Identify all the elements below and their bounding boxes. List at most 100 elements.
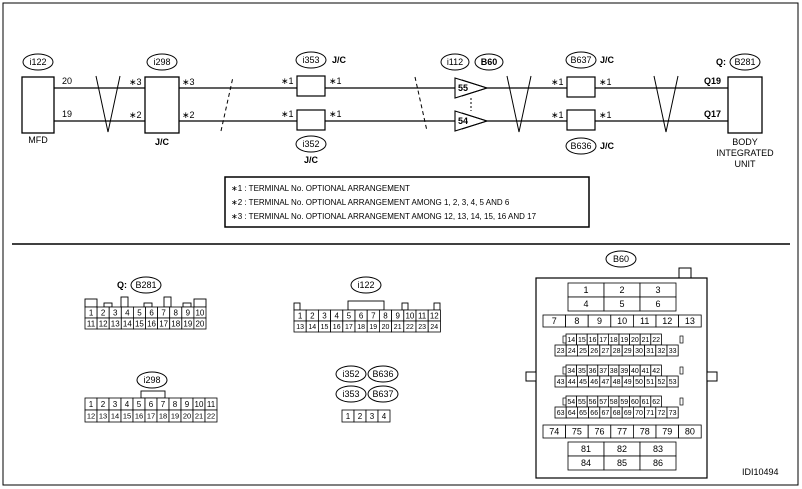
pin-number: 18 [171, 319, 180, 328]
pin-number: 17 [345, 324, 353, 331]
pin-cell [639, 296, 677, 312]
jc-b637-in: ∗1 [551, 77, 564, 87]
pin-number: 64 [568, 410, 576, 417]
pin-number: 37 [599, 368, 607, 375]
pin-number: 48 [613, 379, 621, 386]
mfd-unit: i122 MFD [21, 53, 55, 145]
pin-number: 1 [89, 400, 94, 409]
pin-number: 63 [557, 410, 565, 417]
pin-number: 21 [642, 337, 650, 344]
pin-number: 23 [557, 348, 565, 355]
pin-number: 12 [99, 319, 108, 328]
pin-key-notch [679, 397, 684, 406]
pin-number: 26 [590, 348, 598, 355]
pin-number: 18 [357, 324, 365, 331]
jc-i352-in: ∗1 [281, 109, 294, 119]
pin-number: 12 [662, 316, 672, 326]
pin-number: 11 [418, 311, 427, 320]
pin-number: 19 [183, 319, 192, 328]
jc-i298-id: i298 [153, 57, 170, 67]
pin-number: 2 [310, 311, 315, 320]
jc-b636-in: ∗1 [551, 110, 564, 120]
pin-number: 19 [369, 324, 377, 331]
pin-number: 18 [610, 337, 618, 344]
pin-number: 5 [619, 299, 624, 309]
connector-i112-b60: i112 B60 55 54 [440, 53, 504, 132]
jc-i298-in-bottom: ∗2 [129, 110, 142, 120]
pin-number: 6 [149, 400, 154, 409]
pin-number: 13 [99, 412, 107, 421]
pin-number: 3 [322, 311, 327, 320]
pin-number: 5 [137, 308, 142, 317]
small4-id-b637: B637 [372, 389, 393, 399]
pin-number: 16 [589, 337, 597, 344]
pin-number: 47 [602, 379, 610, 386]
pin-number: 57 [599, 399, 607, 406]
pin-number: 39 [620, 368, 628, 375]
pin-number: 34 [567, 368, 575, 375]
pin-number: 11 [640, 316, 649, 326]
pin-number: 79 [662, 427, 672, 437]
pin-number: 52 [658, 379, 666, 386]
pin-number: 70 [635, 410, 643, 417]
pin-number: 41 [642, 368, 650, 375]
pin-number: 20 [631, 337, 639, 344]
pin-number: 8 [173, 400, 178, 409]
pin-number: 8 [574, 316, 579, 326]
pin-number: 7 [371, 311, 376, 320]
body-unit-label-3: UNIT [735, 159, 756, 169]
pin-number: 16 [147, 319, 156, 328]
jc-b636-id: B636 [570, 141, 591, 151]
body-integrated-unit: Q: B281 Q19 Q17 BODY INTEGRATED UNIT [704, 53, 774, 169]
pin-cell [377, 409, 391, 423]
pin-number: 72 [658, 410, 666, 417]
pin-number: 9 [186, 308, 191, 317]
pin-cell [678, 314, 702, 328]
pin-number: 36 [589, 368, 597, 375]
jc-i353-in: ∗1 [281, 76, 294, 86]
jc-i298-out-top: ∗3 [182, 77, 195, 87]
note-2: ∗2 : TERMINAL No. OPTIONAL ARRANGEMENT A… [231, 198, 510, 207]
pin-number: 51 [646, 379, 654, 386]
pin-number: 28 [613, 348, 621, 355]
pin-number: 9 [597, 316, 602, 326]
pin-number: 19 [171, 412, 179, 421]
pin-number: 5 [137, 400, 142, 409]
pin-number: 14 [123, 319, 132, 328]
pin-number: 11 [207, 400, 216, 409]
pin-number: 19 [620, 337, 628, 344]
jc-i353: i353 J/C ∗1 ∗1 [281, 51, 347, 97]
pin-number: 10 [195, 308, 204, 317]
pin-number: 38 [610, 368, 618, 375]
pin-number: 14 [567, 337, 575, 344]
pin-number: 49 [624, 379, 632, 386]
jc-b637: B637 J/C ∗1 ∗1 [551, 51, 615, 98]
pin-number: 65 [579, 410, 587, 417]
pin-number: 15 [578, 337, 586, 344]
pin-number: 78 [640, 427, 650, 437]
pin-cell [427, 320, 441, 333]
wire-break-marks [95, 75, 679, 133]
pin-number: 83 [653, 444, 663, 454]
pin-number: 44 [568, 379, 576, 386]
pin-number: 82 [617, 444, 627, 454]
mfd-connector-id: i122 [29, 57, 46, 67]
jc-i352-id: i352 [302, 139, 319, 149]
pin-number: 1 [583, 285, 588, 295]
pin-number: 77 [617, 427, 627, 437]
pin-number: 18 [159, 412, 167, 421]
pin-number: 54 [567, 399, 575, 406]
pin-number: 23 [418, 324, 426, 331]
jc-i353-id: i353 [302, 55, 319, 65]
pin-number: 22 [207, 412, 215, 421]
pin-number: 84 [581, 458, 591, 468]
body-pin-q19: Q19 [704, 76, 721, 86]
jc-i352: ∗1 ∗1 i352 J/C [281, 109, 342, 165]
pin-number: 13 [111, 319, 120, 328]
pin-number: 24 [430, 324, 438, 331]
pin-cell [204, 409, 218, 423]
pin-number: 16 [135, 412, 143, 421]
b281-id: B281 [135, 280, 156, 290]
